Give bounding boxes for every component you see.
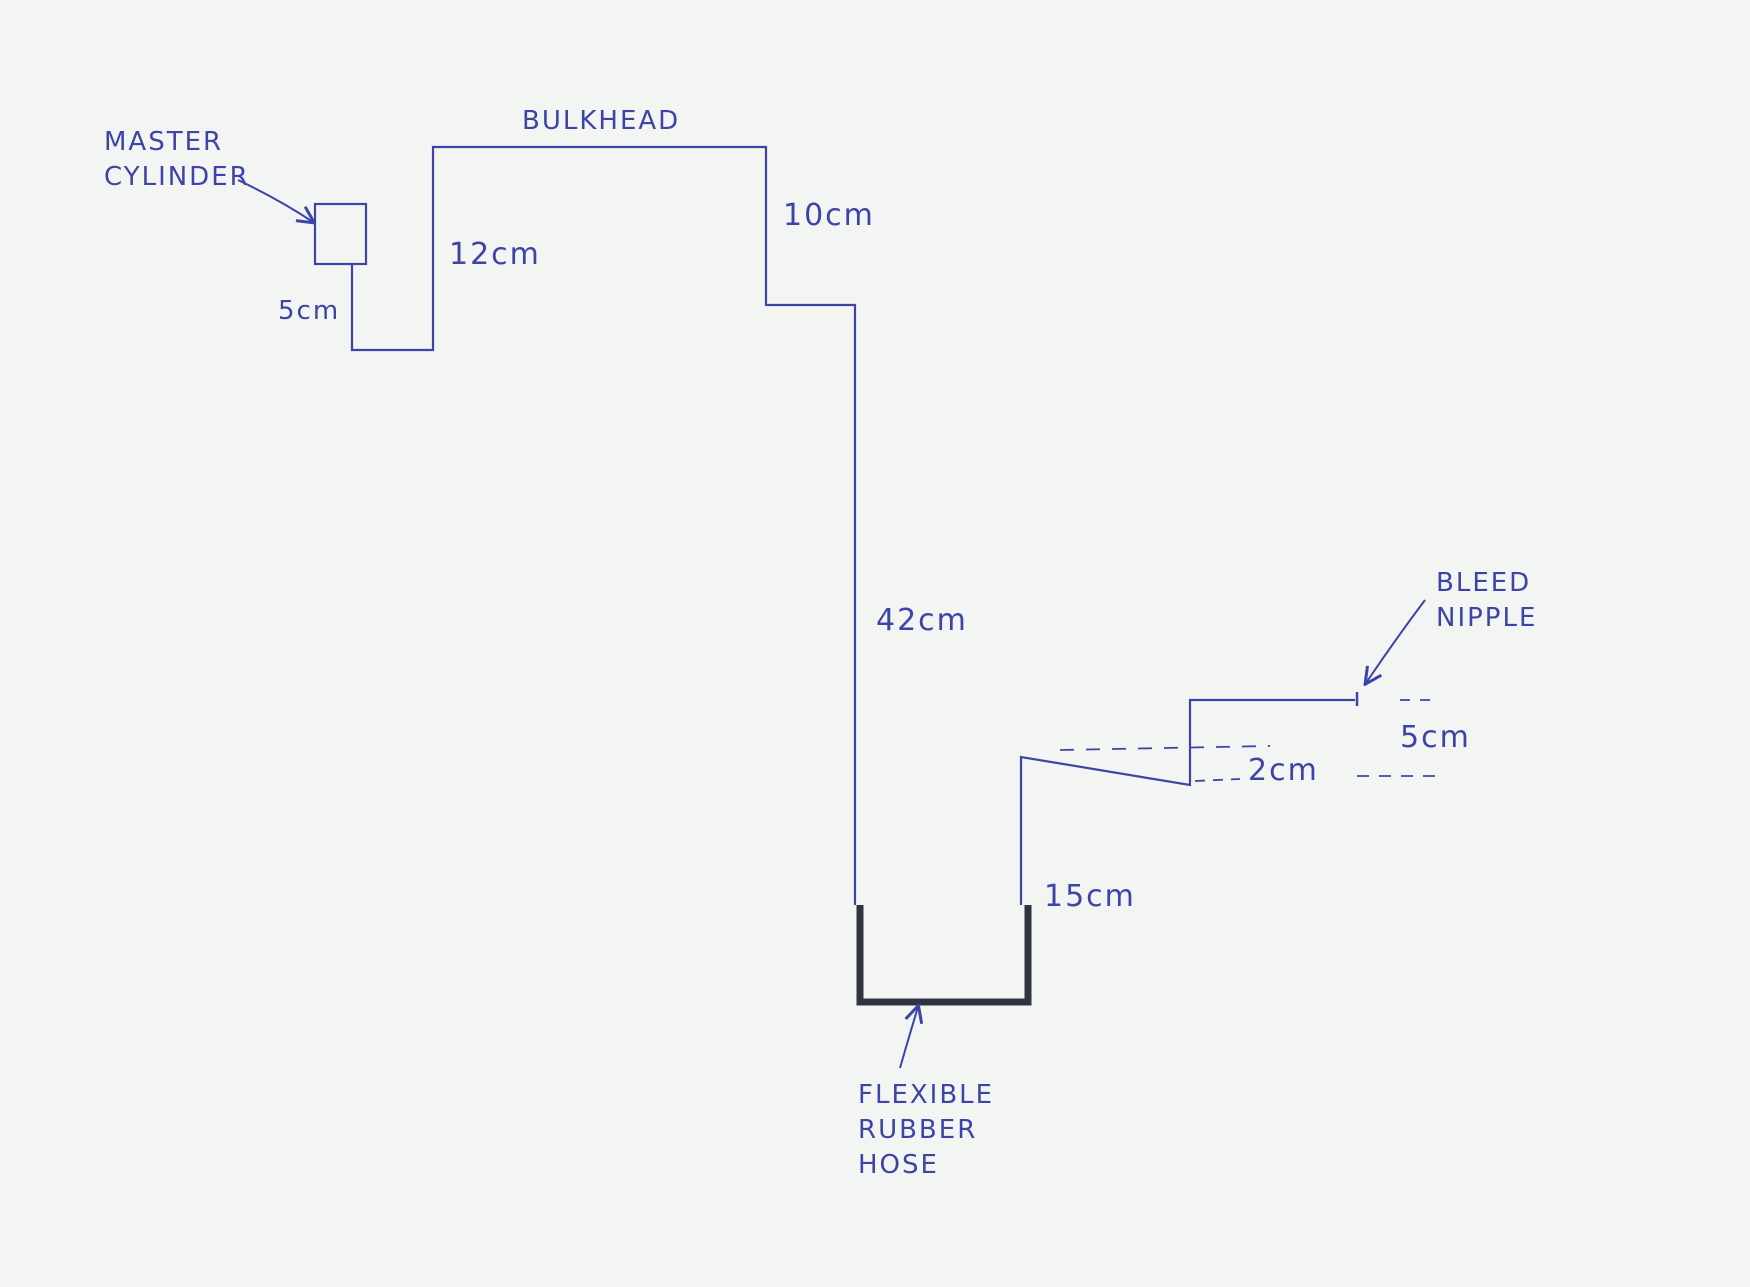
flexible-hose (856, 905, 1032, 1006)
dashed-ref-upper (1059, 745, 1271, 751)
length-label-10cm: 10cm (783, 198, 875, 233)
length-label-42cm: 42cm (876, 603, 968, 638)
bleed-nipple-arrow (1366, 599, 1426, 683)
dashed-ref-lower-left (1194, 778, 1241, 782)
length-label-2cm: 2cm (1248, 753, 1319, 788)
master-cylinder-label: MASTER CYLINDER (104, 127, 250, 193)
flexible-hose-arrow (899, 1007, 918, 1069)
brake-pipe-main (350, 145, 857, 905)
bulkhead-label: BULKHEAD (522, 106, 681, 136)
length-label-5cm-master: 5cm (278, 296, 341, 326)
master-cylinder-arrow (237, 179, 313, 222)
master-cylinder-box (313, 202, 368, 266)
brake-pipe-rear (1019, 698, 1355, 905)
length-label-5cm-bleed: 5cm (1400, 720, 1471, 755)
length-label-12cm: 12cm (449, 237, 541, 272)
bleed-nipple-label: BLEED NIPPLE (1436, 568, 1538, 634)
length-label-15cm: 15cm (1044, 879, 1136, 914)
flexible-hose-label: FLEXIBLE RUBBER HOSE (858, 1080, 995, 1181)
